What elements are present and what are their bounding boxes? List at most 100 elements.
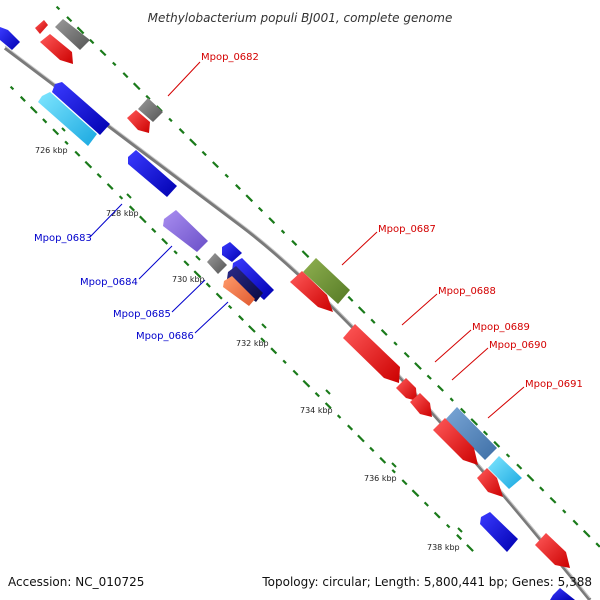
kbp-tick [325, 389, 331, 395]
gc-mark [433, 511, 441, 519]
gene-arrow[interactable] [35, 20, 48, 34]
gc-mark [151, 227, 157, 233]
gc-mark [357, 306, 366, 314]
gene-arrow[interactable] [232, 258, 274, 300]
reverse-strand-genes [0, 27, 575, 600]
gene-arrow[interactable] [138, 98, 163, 122]
gene-label-mpop-0686[interactable]: Mpop_0686 [136, 331, 194, 342]
gene-arrow[interactable] [445, 407, 497, 460]
gene-arrow[interactable] [0, 27, 20, 50]
gene-arrow[interactable] [290, 271, 333, 312]
gc-mark [595, 542, 600, 548]
gc-mark [99, 49, 107, 57]
gene-arrow[interactable] [480, 512, 518, 552]
gene-arrow[interactable] [535, 533, 570, 568]
gc-mark [280, 229, 286, 234]
kbp-label-728: 728 kbp [106, 209, 139, 218]
gene-arrow[interactable] [550, 588, 575, 600]
gc-mark [302, 379, 311, 388]
gene-label-mpop-0691[interactable]: Mpop_0691 [525, 379, 583, 390]
gene-arrow[interactable] [38, 92, 97, 146]
gc-mark [238, 315, 244, 321]
gene-label-mpop-0687[interactable]: Mpop_0687 [378, 224, 436, 235]
gc-mark [516, 463, 523, 470]
gc-mark [449, 397, 454, 402]
gc-mark [55, 5, 61, 11]
label-leader [194, 301, 229, 334]
gc-mark [106, 183, 114, 190]
gene-arrow[interactable] [410, 393, 432, 417]
gene-arrow[interactable] [433, 418, 478, 465]
gene-label-mpop-0684[interactable]: Mpop_0684 [80, 277, 138, 288]
gc-mark [401, 479, 408, 486]
gc-mark [391, 469, 396, 474]
forward-gene-labels: Mpop_0682 Mpop_0687 Mpop_0688 Mpop_0689 … [167, 52, 583, 419]
label-leader [434, 329, 472, 363]
gc-mark [301, 250, 310, 258]
gc-mark [347, 424, 354, 431]
gc-mark [423, 501, 429, 507]
gc-mark [224, 173, 229, 178]
gene-arrow[interactable] [127, 110, 150, 133]
kbp-tick [195, 255, 201, 261]
gc-mark [42, 118, 48, 124]
gene-arrow[interactable] [55, 19, 90, 50]
gc-mark [369, 446, 375, 452]
gene-label-mpop-0689[interactable]: Mpop_0689 [472, 322, 530, 333]
gene-arrow[interactable] [222, 242, 242, 262]
gene-label-mpop-0682[interactable]: Mpop_0682 [201, 52, 259, 63]
gene-arrow[interactable] [477, 468, 503, 497]
genome-summary-text: Topology: circular; Length: 5,800,441 bp… [261, 575, 592, 589]
gc-mark [380, 329, 388, 336]
gc-mark [268, 217, 276, 224]
gene-arrow[interactable] [128, 150, 177, 197]
gc-mark [411, 489, 420, 498]
gc-mark [76, 26, 85, 35]
gc-mark [227, 304, 233, 310]
gene-arrow[interactable] [396, 378, 417, 401]
gene-arrow[interactable] [40, 34, 73, 64]
gc-mark [526, 474, 535, 482]
gc-mark [183, 260, 190, 267]
gc-mark [347, 295, 354, 302]
gc-mark [66, 16, 73, 23]
gc-mark [456, 534, 463, 541]
gene-label-mpop-0685[interactable]: Mpop_0685 [113, 309, 171, 320]
gene-arrow[interactable] [488, 456, 522, 489]
gc-mark [128, 205, 135, 212]
gc-mark [505, 453, 511, 458]
gc-mark [161, 237, 169, 245]
gc-mark [257, 206, 264, 212]
gene-arrow[interactable] [163, 210, 208, 252]
gene-arrow[interactable] [207, 253, 227, 274]
forward-strand-genes [35, 19, 570, 568]
gene-label-mpop-0683[interactable]: Mpop_0683 [34, 233, 92, 244]
gene-label-mpop-0690[interactable]: Mpop_0690 [489, 340, 547, 351]
gene-arrow[interactable] [223, 276, 255, 306]
gc-mark [64, 140, 69, 145]
gene-label-mpop-0688[interactable]: Mpop_0688 [438, 286, 496, 297]
kbp-label-734: 734 kbp [300, 406, 333, 415]
gc-mark [403, 351, 410, 358]
gc-mark [74, 150, 81, 157]
gene-arrow[interactable] [343, 324, 400, 383]
kbp-scale: 726 kbp 728 kbp 730 kbp 732 kbp 734 kbp … [35, 127, 463, 552]
gene-arrow[interactable] [303, 258, 350, 304]
gc-mark [118, 195, 124, 200]
gc-mark [52, 128, 60, 136]
label-leader [401, 293, 438, 326]
gc-mark [426, 374, 432, 380]
gc-mark [9, 85, 15, 91]
gene-arrow[interactable] [52, 82, 110, 135]
kbp-tick [61, 127, 66, 132]
kbp-tick [126, 193, 132, 199]
gc-mark [270, 347, 278, 355]
gc-mark [460, 407, 466, 414]
gc-mark [379, 456, 387, 464]
gc-mark [357, 434, 365, 443]
gc-mark [370, 318, 376, 324]
gene-arrow[interactable] [227, 266, 263, 302]
gc-mark [470, 418, 479, 426]
gc-mark [112, 61, 117, 67]
label-leader [171, 279, 206, 313]
